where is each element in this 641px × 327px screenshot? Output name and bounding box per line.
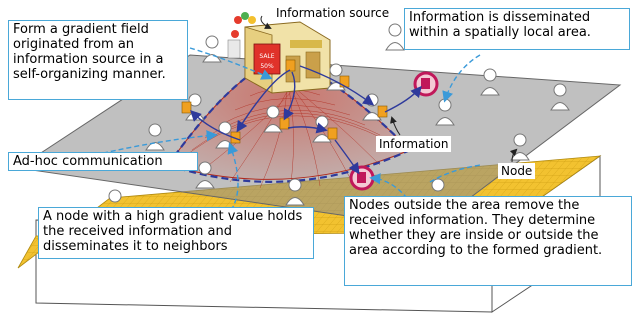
person-node [480, 68, 500, 96]
person-node [202, 35, 222, 63]
ad-hoc-arrows [190, 65, 422, 175]
outside-nodes-callout: Nodes outside the area remove the receiv… [344, 196, 632, 286]
store-sign-discount: 50% [260, 63, 274, 70]
high-gradient-callout: A node with a high gradient value holds … [38, 207, 314, 259]
node-pointer [509, 148, 518, 163]
info-doc [279, 117, 290, 130]
information-source-label: Information source [276, 6, 390, 20]
source-pointer [260, 15, 272, 29]
person-node [385, 23, 405, 51]
store-sign-sale: SALE [259, 53, 274, 60]
information-docs [181, 59, 388, 144]
ad-hoc-callout: Ad-hoc communication [8, 152, 198, 171]
person-node [263, 105, 283, 133]
info-doc [327, 127, 338, 140]
information-pointer [390, 116, 401, 136]
person-node [550, 83, 570, 111]
local-area-callout: Information is disseminated within a spa… [404, 8, 630, 50]
gradient-field-callout: Form a gradient field originated from an… [8, 20, 188, 100]
node-label: Node [498, 163, 536, 179]
person-node [195, 161, 215, 189]
info-doc [181, 101, 192, 114]
info-doc [285, 59, 296, 72]
person-node [435, 98, 455, 126]
information-label: Information [376, 136, 452, 152]
person-node [285, 178, 305, 206]
info-doc [339, 75, 350, 88]
